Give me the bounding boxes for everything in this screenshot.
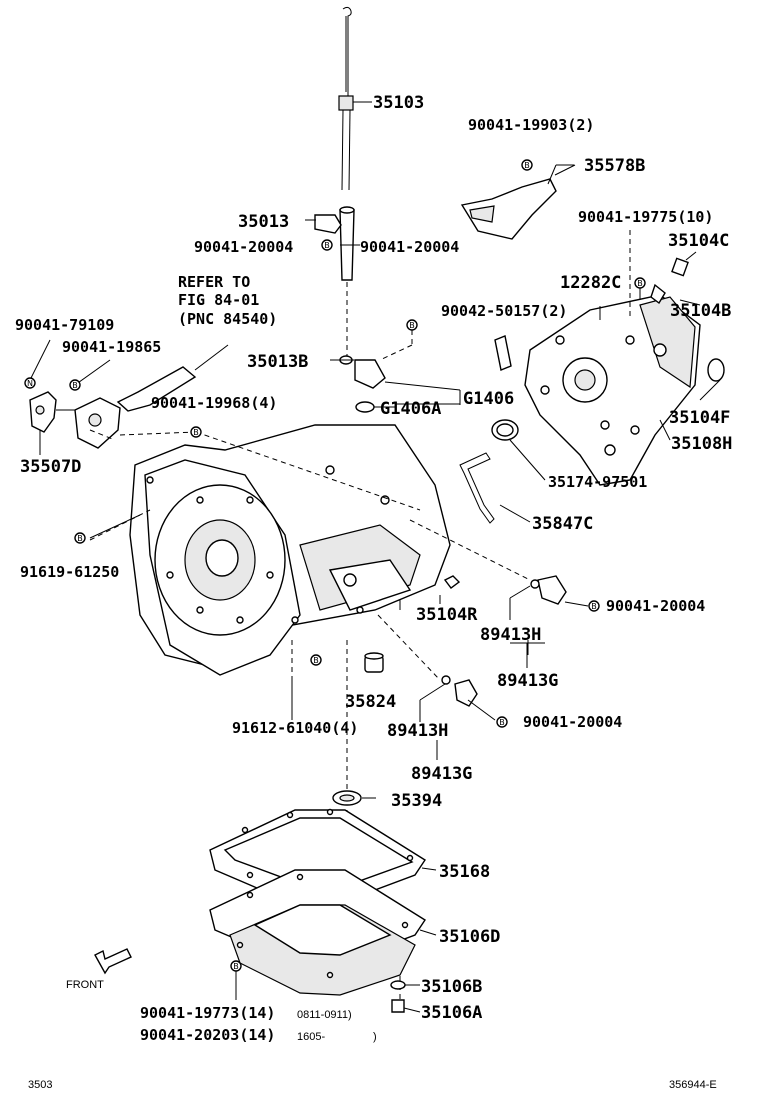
label-90041-19865: 90041-19865 <box>62 338 161 356</box>
bolt-symbol: B <box>588 600 600 612</box>
sensor-89413H-a <box>537 575 567 605</box>
plug-35104R <box>443 575 461 589</box>
sensor-G1406 <box>354 359 386 389</box>
svg-text:B: B <box>499 718 505 727</box>
front-arrow-icon <box>94 948 132 975</box>
footer-code-left: 3503 <box>28 1079 52 1091</box>
svg-text:B: B <box>313 656 319 665</box>
drain-plug-35106A <box>391 999 405 1013</box>
label-89413H-a: 89413H <box>480 625 541 645</box>
label-35394: 35394 <box>391 791 442 811</box>
label-35824: 35824 <box>345 692 396 712</box>
label-date-2-close: ) <box>373 1031 377 1043</box>
transmission-case <box>129 424 451 676</box>
label-90041-79109: 90041-79109 <box>15 316 114 334</box>
label-90041-20004-c: 90041-20004 <box>606 597 705 615</box>
label-91612-61040: 91612-61040(4) <box>232 719 358 737</box>
label-35013: 35013 <box>238 212 289 232</box>
bolt-symbol: B <box>521 159 533 171</box>
label-G1406: G1406 <box>463 389 514 409</box>
label-89413G-a: 89413G <box>497 671 558 691</box>
svg-text:B: B <box>409 321 415 330</box>
bolt-symbols: B B B B N B B B B B B B <box>24 159 646 972</box>
bolt-symbol: B <box>406 319 418 331</box>
label-91619-61250: 91619-61250 <box>20 563 119 581</box>
bolt-symbol: B <box>634 277 646 289</box>
label-90041-20203: 90041-20203(14) <box>140 1026 275 1044</box>
pan-gasket-35168 <box>209 808 426 906</box>
refer-line-3: (PNC 84540) <box>178 310 277 328</box>
label-90041-20004-a: 90041-20004 <box>194 238 293 256</box>
gasket-35174-inner <box>496 423 514 437</box>
svg-text:B: B <box>637 279 643 288</box>
svg-text:B: B <box>233 962 239 971</box>
neutral-switch-group <box>29 344 229 449</box>
label-date-1: 0811-0911) <box>297 1009 352 1021</box>
label-12282C: 12282C <box>560 273 621 293</box>
label-date-2: 1605- <box>297 1031 325 1043</box>
label-90041-20004-d: 90041-20004 <box>523 713 622 731</box>
svg-text:B: B <box>591 602 597 611</box>
label-35104B: 35104B <box>670 301 731 321</box>
sensor-89413H-b <box>454 679 478 707</box>
sensor-35104 <box>650 251 697 305</box>
label-G1406A: G1406A <box>380 399 441 419</box>
group-brackets <box>395 403 545 760</box>
label-35013B: 35013B <box>247 352 308 372</box>
bolt-symbol: B <box>69 379 81 391</box>
dipstick-group <box>338 6 372 360</box>
label-35106A: 35106A <box>421 1003 482 1023</box>
label-35106B: 35106B <box>421 977 482 997</box>
svg-text:B: B <box>324 241 330 250</box>
label-35847C: 35847C <box>532 514 593 534</box>
bracket-35013 <box>305 214 342 234</box>
label-90041-19903: 90041-19903(2) <box>468 116 594 134</box>
oring-G1406A <box>355 401 375 413</box>
refer-line-1: REFER TO <box>178 273 250 291</box>
label-35578B: 35578B <box>584 156 645 176</box>
extension-housing <box>524 294 701 486</box>
pipe-35847C <box>459 452 495 524</box>
refer-line-2: FIG 84-01 <box>178 291 259 309</box>
svg-text:N: N <box>27 379 33 388</box>
bolt-symbol: B <box>321 239 333 251</box>
bolt-symbol: B <box>496 716 508 728</box>
front-label: FRONT <box>66 979 104 991</box>
bolt-symbol: B <box>190 426 202 438</box>
label-89413H-b: 89413H <box>387 721 448 741</box>
svg-text:B: B <box>72 381 78 390</box>
footer-code-right: 356944-E <box>669 1079 717 1091</box>
pin-90042 <box>494 335 512 371</box>
label-35106D: 35106D <box>439 927 500 947</box>
label-35104F: 35104F <box>669 408 730 428</box>
bolt-symbol: B <box>74 532 86 544</box>
label-35103: 35103 <box>373 93 424 113</box>
oil-pan-35106D <box>209 869 426 996</box>
gasket-35106B <box>390 980 406 990</box>
label-90042-50157: 90042-50157(2) <box>441 302 567 320</box>
label-90041-19968: 90041-19968(4) <box>151 394 277 412</box>
label-35507D: 35507D <box>20 457 81 477</box>
bracket-35578B <box>460 164 574 240</box>
label-35104R: 35104R <box>416 605 478 625</box>
bolt-symbol: B <box>310 654 322 666</box>
seal-35104F <box>707 358 725 382</box>
label-35174-97501: 35174-97501 <box>548 473 647 491</box>
leader-lines <box>29 164 721 1013</box>
label-35168: 35168 <box>439 862 490 882</box>
svg-text:B: B <box>193 428 199 437</box>
svg-text:B: B <box>524 161 530 170</box>
label-90041-19775: 90041-19775(10) <box>578 208 713 226</box>
label-90041-20004-b: 90041-20004 <box>360 238 459 256</box>
svg-text:B: B <box>77 534 83 543</box>
nut-symbol: N <box>24 377 36 389</box>
label-90041-19773: 90041-19773(14) <box>140 1004 275 1022</box>
label-89413G-b: 89413G <box>411 764 472 784</box>
label-35104C: 35104C <box>668 231 729 251</box>
label-35108H: 35108H <box>671 434 732 454</box>
bolt-symbol: B <box>230 960 242 972</box>
